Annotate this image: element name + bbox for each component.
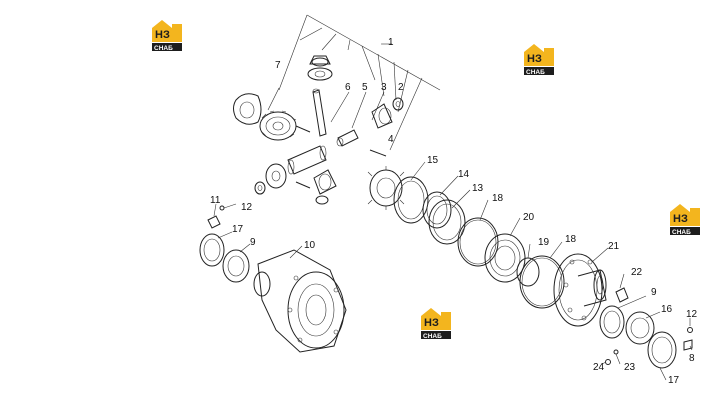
logo-main-text: НЗ: [673, 213, 688, 225]
pinion-gear-lower-left: [265, 163, 287, 189]
logo-main-text: НЗ: [527, 53, 542, 65]
cross-pin-6: [312, 88, 327, 137]
thrust-washer-7: [233, 93, 262, 125]
callout-label: 20: [523, 212, 535, 223]
callout-label: 17: [668, 375, 680, 386]
callout-label: 14: [458, 169, 470, 180]
logo-main-text: НЗ: [424, 317, 439, 329]
callout-label: 16: [661, 304, 673, 315]
clutch-plate-13: [428, 199, 466, 245]
callout-label: 22: [631, 267, 643, 278]
shaft-sleeve: [287, 145, 327, 175]
callout-label: 11: [210, 195, 221, 206]
ring-gear: [367, 166, 405, 210]
washer-lower: [315, 195, 329, 205]
clip-11: [207, 215, 221, 229]
callout-label: 15: [427, 155, 439, 166]
o-ring-18-lower: [519, 255, 565, 309]
pinion-gear-lower: [313, 169, 337, 195]
callout-label: 18: [565, 234, 577, 245]
bearing-9-right: [599, 305, 625, 339]
side-gear-upper: [259, 110, 297, 141]
callout-label: 7: [275, 60, 281, 71]
flange-hub-21: [553, 253, 607, 327]
watermark-logo-2: НЗ СНАБ: [524, 44, 554, 76]
callout-label: 9: [651, 287, 657, 298]
housing-10: [253, 249, 347, 353]
callout-label: 18: [492, 193, 504, 204]
washer-2: [392, 97, 404, 111]
logo-main-text: НЗ: [155, 29, 170, 41]
callout-label: 4: [388, 134, 394, 145]
seal-17-right: [647, 331, 677, 369]
callout-label: 1: [388, 37, 394, 48]
callout-label: 10: [304, 240, 316, 251]
callout-label: 12: [686, 309, 698, 320]
washer-lower-left: [254, 181, 266, 195]
callout-label: 23: [624, 362, 636, 373]
callout-label: 6: [345, 82, 351, 93]
bearing-16: [625, 311, 655, 345]
small-pin-4: [369, 149, 387, 157]
callout-label: 13: [472, 183, 484, 194]
short-pin-5: [336, 129, 359, 147]
watermark-logo-4: НЗ СНАБ: [421, 308, 451, 340]
pinion-gear-top: [307, 55, 333, 81]
watermark-logo-3: НЗ СНАБ: [670, 204, 700, 236]
logo-sub-text: СНАБ: [154, 45, 173, 52]
bushing-22: [615, 287, 629, 303]
callout-label: 19: [538, 237, 550, 248]
pinion-gear-3: [371, 103, 393, 129]
small-parts-right: [605, 327, 693, 365]
logo-sub-text: СНАБ: [672, 229, 691, 236]
small-pin-lower: [295, 181, 311, 189]
callout-label: 12: [241, 202, 253, 213]
callout-label: 24: [593, 362, 605, 373]
o-ring-18-upper: [457, 217, 499, 267]
friction-disc-15: [393, 176, 429, 224]
callout-label: 5: [362, 82, 368, 93]
callout-leaders: [213, 161, 693, 381]
logo-sub-text: СНАБ: [526, 69, 545, 76]
callout-label: 8: [689, 353, 695, 364]
bearing-9-left: [222, 249, 250, 283]
callout-label: 21: [608, 241, 620, 252]
logo-sub-text: СНАБ: [423, 333, 442, 340]
callout-label: 17: [232, 224, 244, 235]
callout-label: 3: [381, 82, 387, 93]
bolt-12-left: [219, 205, 225, 211]
callout-label: 2: [398, 82, 404, 93]
watermark-logo-1: НЗ СНАБ: [152, 20, 182, 52]
seal-17-left: [199, 233, 225, 267]
callout-label: 9: [250, 237, 256, 248]
ring-14: [422, 191, 452, 229]
small-pin-left: [295, 125, 311, 133]
piston-20: [484, 233, 526, 283]
